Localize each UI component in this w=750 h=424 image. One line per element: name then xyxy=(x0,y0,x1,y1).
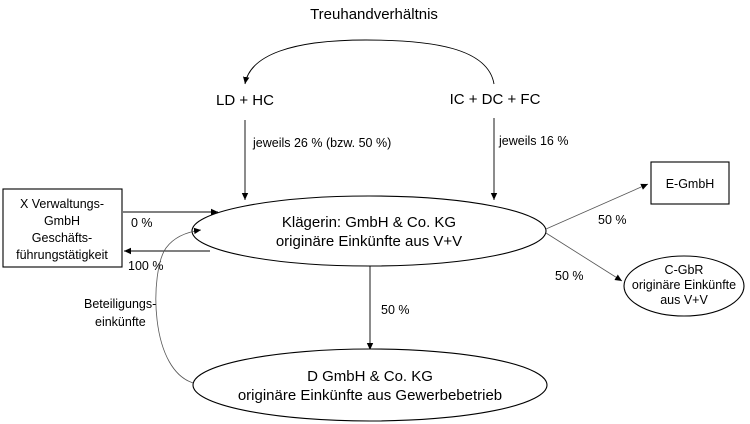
node-c-gbr-line2: originäre Einkünfte xyxy=(632,278,736,292)
diagram-title: Treuhandverhältnis xyxy=(310,6,438,23)
node-x-gmbh-line4: führungstätigkeit xyxy=(16,248,108,262)
label-beteiligung-line1: Beteiligungs- xyxy=(84,297,156,311)
node-x-gmbh-line2: GmbH xyxy=(44,214,80,228)
node-ic-dc-fc: IC + DC + FC xyxy=(450,91,541,108)
node-ld-hc: LD + HC xyxy=(216,92,274,109)
arrow-to-e-gmbh xyxy=(545,183,649,230)
node-klaegerin-line2: originäre Einkünfte aus V+V xyxy=(276,233,462,250)
treuhand-arc xyxy=(243,39,495,85)
node-x-gmbh-box xyxy=(2,188,123,268)
node-klaegerin xyxy=(191,195,547,267)
label-to-d-gmbh: 50 % xyxy=(381,303,410,317)
label-to-c-gbr: 50 % xyxy=(555,269,584,283)
node-d-gmbh-line2: originäre Einkünfte aus Gewerbebetrieb xyxy=(238,387,502,404)
label-beteiligung-line2: einkünfte xyxy=(95,315,146,329)
node-c-gbr-line1: C-GbR xyxy=(665,263,704,277)
node-x-gmbh-line3: Geschäfts- xyxy=(32,231,92,245)
node-d-gmbh-line1: D GmbH & Co. KG xyxy=(307,368,433,385)
node-e-gmbh: E-GmbH xyxy=(666,177,715,191)
label-klaegerin-to-x: 100 % xyxy=(128,259,163,273)
node-e-gmbh-box xyxy=(650,161,730,205)
label-x-to-klaegerin: 0 % xyxy=(131,216,153,230)
node-c-gbr xyxy=(623,255,745,317)
node-d-gmbh xyxy=(192,348,548,422)
node-klaegerin-line1: Klägerin: GmbH & Co. KG xyxy=(282,214,456,231)
label-ic-share: jeweils 16 % xyxy=(498,134,568,148)
node-c-gbr-line3: aus V+V xyxy=(660,293,708,307)
arrow-to-c-gbr xyxy=(545,232,623,282)
label-ld-hc-share: jeweils 26 % (bzw. 50 %) xyxy=(252,136,391,150)
node-x-gmbh-line1: X Verwaltungs- xyxy=(20,197,104,211)
beteiligung-arrow xyxy=(155,227,202,385)
label-to-e-gmbh: 50 % xyxy=(598,213,627,227)
